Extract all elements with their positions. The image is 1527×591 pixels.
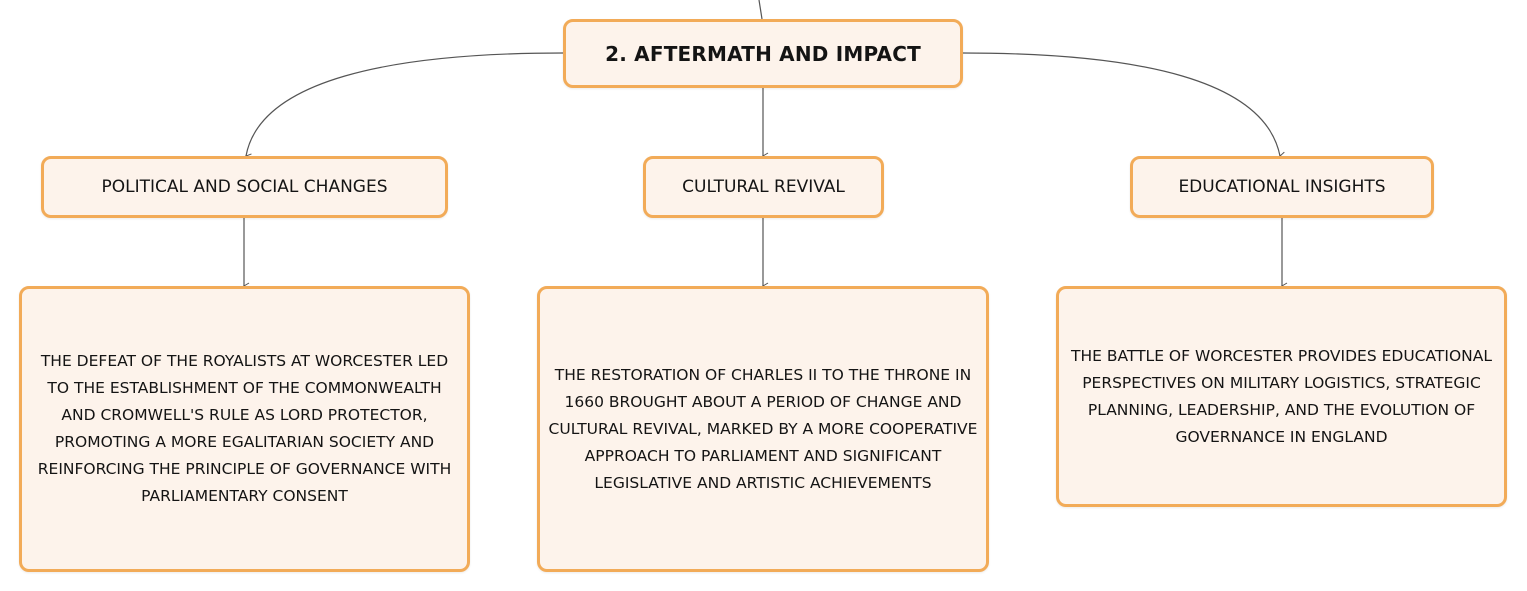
detail-node-political-social-changes[interactable]: THE DEFEAT OF THE ROYALISTS AT WORCESTER… (19, 286, 470, 572)
branch-node-educational-insights[interactable]: EDUCATIONAL INSIGHTS (1130, 156, 1434, 218)
root-to-educational-connector (962, 52, 1286, 159)
root-node[interactable]: 2. AFTERMATH AND IMPACT (563, 19, 963, 88)
parent-connector (758, 0, 763, 20)
detail-node-text: THE DEFEAT OF THE ROYALISTS AT WORCESTER… (37, 352, 452, 505)
branch-node-label: CULTURAL REVIVAL (682, 177, 845, 197)
detail-node-text: THE RESTORATION OF CHARLES II TO THE THR… (548, 365, 978, 492)
branch-node-label: EDUCATIONAL INSIGHTS (1178, 177, 1386, 197)
root-to-political-connector (245, 52, 564, 161)
detail-node-cultural-revival[interactable]: THE RESTORATION OF CHARLES II TO THE THR… (537, 286, 989, 572)
detail-node-educational-insights[interactable]: THE BATTLE OF WORCESTER PROVIDES EDUCATI… (1056, 286, 1507, 507)
branch-node-political-social-changes[interactable]: POLITICAL AND SOCIAL CHANGES (41, 156, 448, 218)
root-node-label: 2. AFTERMATH AND IMPACT (605, 41, 921, 66)
branch-node-cultural-revival[interactable]: CULTURAL REVIVAL (643, 156, 884, 218)
branch-node-label: POLITICAL AND SOCIAL CHANGES (101, 177, 388, 197)
detail-node-text: THE BATTLE OF WORCESTER PROVIDES EDUCATI… (1071, 346, 1492, 446)
